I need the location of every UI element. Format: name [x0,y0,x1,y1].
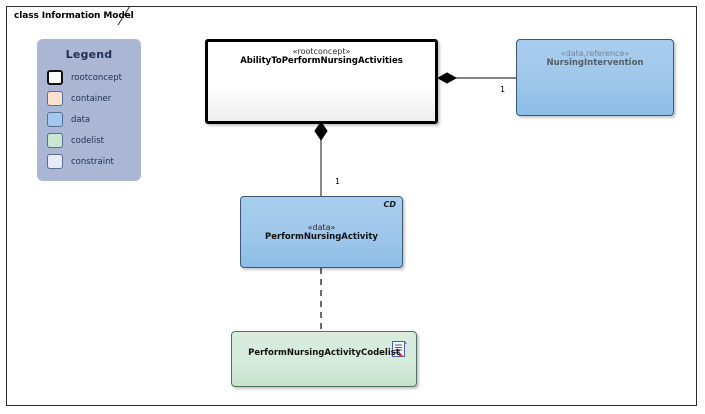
class-box-performnursingactivitycodelist[interactable]: PerformNursingActivityCodelist [231,331,417,387]
legend-label-data: data [71,114,91,125]
legend-label-container: container [71,93,112,104]
legend-swatch-codelist [47,133,63,148]
cd-marker: CD [383,200,396,209]
legend-items: rootconcept container data codelist cons… [37,68,141,171]
legend-title: Legend [65,48,113,61]
classname-nursingintervention: NursingIntervention [546,58,644,68]
legend-item-rootconcept: rootconcept [47,68,141,87]
legend-label-constraint: constraint [71,156,114,167]
legend-swatch-constraint [47,154,63,169]
class-box-nursingintervention[interactable]: «data,reference» NursingIntervention [516,39,674,116]
diagram-frame [6,6,697,406]
classname-performnursingactivitycodelist: PerformNursingActivityCodelist [248,348,400,358]
classname-performnursingactivity: PerformNursingActivity [265,232,378,242]
legend-label-codelist: codelist [71,135,104,146]
diagram-frame-tab: class Information Model [6,6,150,24]
multiplicity-performnursingactivity: 1 [335,177,341,186]
stereotype-performnursingactivity: «data» [307,223,336,232]
class-header-performnursingactivity: «data» PerformNursingActivity [241,223,402,242]
legend-swatch-rootconcept [47,70,63,85]
legend-item-data: data [47,110,141,129]
class-header-nursingintervention: «data,reference» NursingIntervention [517,49,673,68]
document-icon [392,341,407,357]
multiplicity-nursingintervention: 1 [500,85,506,94]
stereotype-rootconcept: «rootconcept» [292,47,351,56]
diagram-frame-tab-slant [117,5,131,26]
class-box-performnursingactivity[interactable]: CD «data» PerformNursingActivity [240,196,403,268]
class-header-rootconcept: «rootconcept» AbilityToPerformNursingAct… [208,47,435,66]
legend-item-container: container [47,89,141,108]
legend-item-constraint: constraint [47,152,141,171]
legend-item-codelist: codelist [47,131,141,150]
classname-rootconcept: AbilityToPerformNursingActivities [240,56,403,66]
class-box-abilitytoperformnursingactivities[interactable]: «rootconcept» AbilityToPerformNursingAct… [205,39,438,124]
legend-swatch-data [47,112,63,127]
class-header-codelist: PerformNursingActivityCodelist [232,348,416,358]
legend-swatch-container [47,91,63,106]
legend-label-rootconcept: rootconcept [71,72,122,83]
legend-panel: Legend rootconcept container data codeli… [37,39,141,181]
diagram-title: class Information Model [14,10,134,21]
stereotype-nursingintervention: «data,reference» [560,49,630,58]
